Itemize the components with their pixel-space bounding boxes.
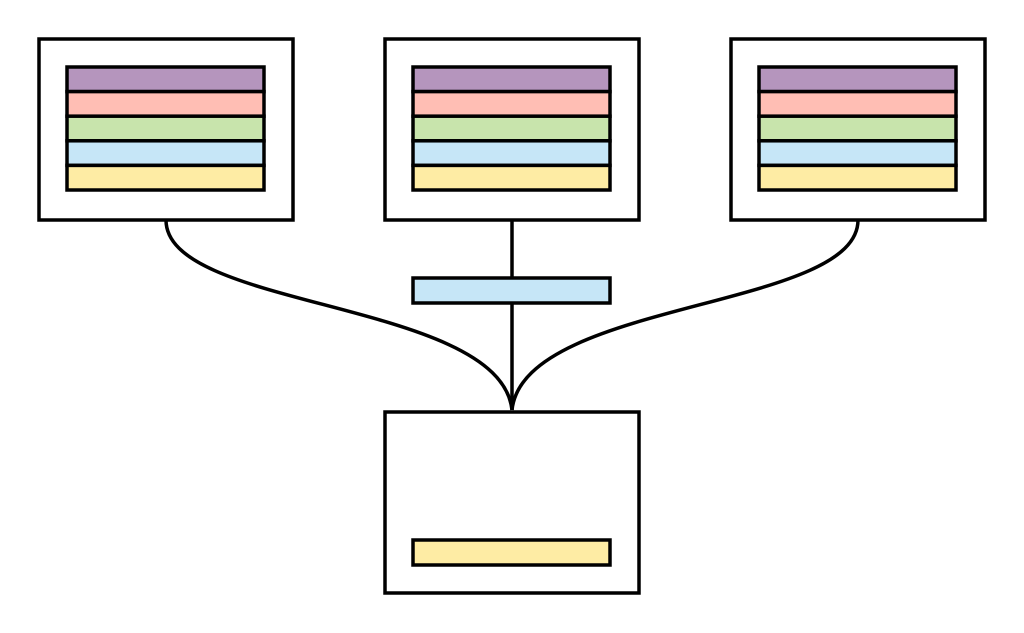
stack-bar-blue xyxy=(411,139,612,168)
connector-left-to-result xyxy=(164,219,514,411)
stack-bar-yellow xyxy=(65,163,266,192)
stack-bar-pink xyxy=(757,89,958,118)
stack-bar-blue xyxy=(65,139,266,168)
stack-bar-purple xyxy=(65,65,266,94)
stack-bar-yellow xyxy=(411,163,612,192)
stack-bar-yellow xyxy=(757,163,958,192)
connector-right-to-result xyxy=(510,219,860,411)
stack-bar-pink xyxy=(65,89,266,118)
stack-bar-green xyxy=(757,114,958,143)
source-box-left xyxy=(37,37,295,222)
stack-bar-purple xyxy=(411,65,612,94)
source-box-left-stack xyxy=(65,65,266,192)
selector-bar-blue xyxy=(411,276,612,305)
stack-bar-green xyxy=(65,114,266,143)
stack-bar-pink xyxy=(411,89,612,118)
stack-bar-purple xyxy=(757,65,958,94)
result-box xyxy=(383,410,641,595)
source-box-center xyxy=(383,37,641,222)
source-box-center-stack xyxy=(411,65,612,192)
result-bar-yellow xyxy=(411,538,612,567)
stack-bar-blue xyxy=(757,139,958,168)
source-box-right xyxy=(729,37,987,222)
stack-bar-green xyxy=(411,114,612,143)
source-box-right-stack xyxy=(757,65,958,192)
